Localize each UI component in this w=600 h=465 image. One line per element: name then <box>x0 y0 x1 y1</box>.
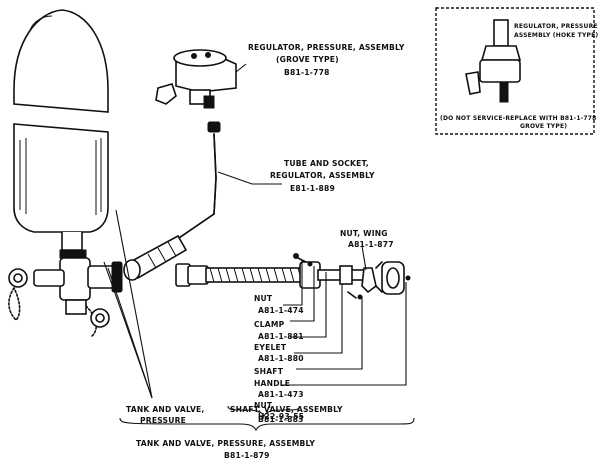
eyelet-title: EYELET <box>254 343 287 352</box>
wing-nut-part-number: A81-1-877 <box>348 240 394 249</box>
tank-valve-title: TANK AND VALVE, <box>126 405 205 414</box>
shaft-valve-assembly <box>175 253 411 300</box>
tube-and-socket <box>123 121 221 281</box>
inset-note-line2: GROVE TYPE) <box>520 123 567 130</box>
nut2-title: NUT <box>254 401 273 410</box>
assembly-part-number: B81-1-879 <box>224 451 270 460</box>
pressure-tank <box>13 9 109 259</box>
clamp-title: CLAMP <box>254 320 285 329</box>
nut2-part-number: H22-93-55 <box>258 412 304 421</box>
regulator-type: (GROVE TYPE) <box>276 55 339 64</box>
regulator-title: REGULATOR, PRESSURE, ASSEMBLY <box>248 43 405 52</box>
handle-part-number: A81-1-473 <box>258 390 304 399</box>
inset-label-line1: REGULATOR, PRESSURE <box>514 23 598 30</box>
wing-nut-title: NUT, WING <box>340 229 388 238</box>
tank-valve <box>8 257 123 337</box>
nut-title: NUT <box>254 294 273 303</box>
shaft-title: SHAFT <box>254 367 284 376</box>
tank-valve-title-line2: PRESSURE <box>140 416 186 425</box>
nut-part-number: A81-1-474 <box>258 306 304 315</box>
regulator-grove <box>155 49 237 109</box>
leader-lines <box>103 63 415 432</box>
tube-part-number: E81-1-889 <box>290 184 335 193</box>
shaft-valve-part-number: B81-1-883 <box>258 415 304 424</box>
inset-note-line1: (DO NOT SERVICE-REPLACE WITH B81-1-778 <box>440 115 597 122</box>
regulator-part-number: B81-1-778 <box>284 68 330 77</box>
handle-title: HANDLE <box>254 379 290 388</box>
inset-hoke-regulator <box>435 7 595 135</box>
eyelet-part-number: A81-1-880 <box>258 354 304 363</box>
inset-label-line2: ASSEMBLY (HOKE TYPE) <box>514 32 598 39</box>
clamp-part-number: A81-1-881 <box>258 332 304 341</box>
assembly-title: TANK AND VALVE, PRESSURE, ASSEMBLY <box>136 439 315 448</box>
shaft-valve-title: SHAFT, VALVE, ASSEMBLY <box>230 405 343 414</box>
tube-title: TUBE AND SOCKET, <box>284 159 369 168</box>
tube-title-line2: REGULATOR, ASSEMBLY <box>270 171 375 180</box>
